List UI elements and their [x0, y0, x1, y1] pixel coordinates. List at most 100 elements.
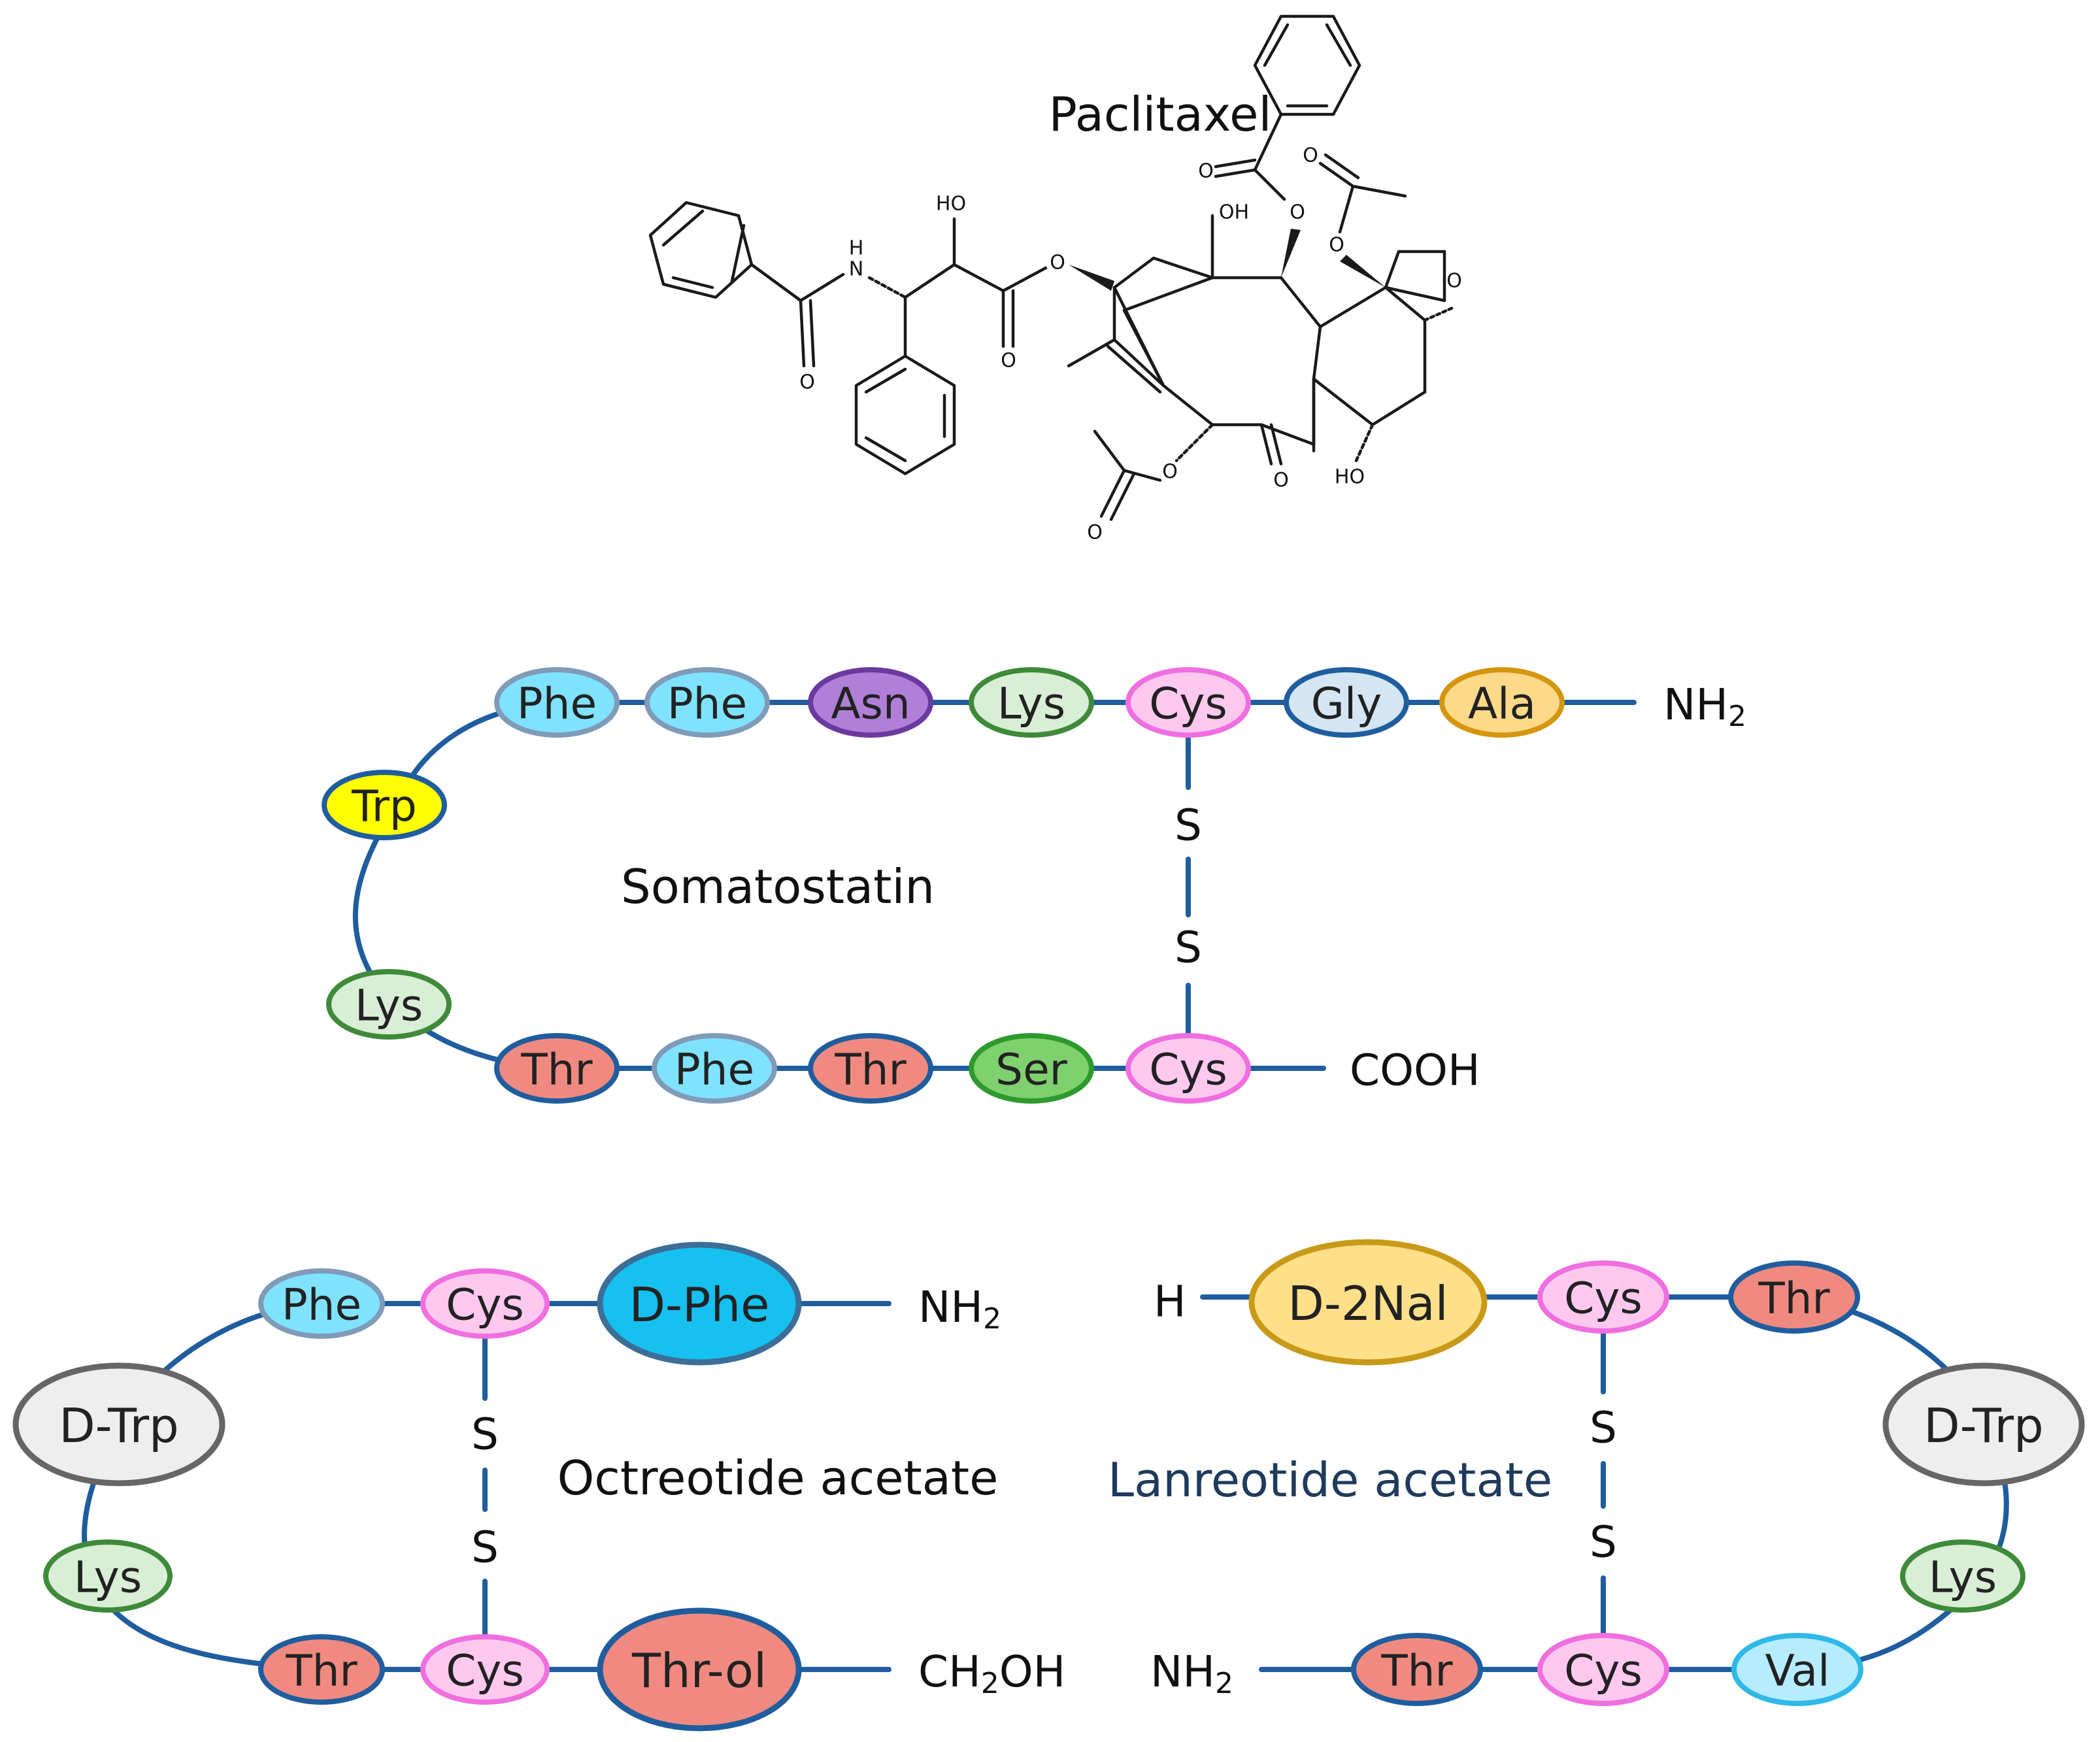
octreotide-bottom-residue-2-shape — [597, 1607, 802, 1732]
lanreotide-bottom-residue-2-shape — [1731, 1633, 1863, 1706]
octreotide-top-residue-1-label: Cys — [446, 1280, 524, 1330]
somatostatin-bottom-residue-4-label: Cys — [1149, 1045, 1227, 1095]
lanreotide-top-residue-thr: Thr — [1728, 1260, 1860, 1334]
octreotide-loop-residue-lys: Lys — [43, 1539, 173, 1613]
octreotide-loop-residue-1-shape — [43, 1539, 173, 1613]
somatostatin-bottom-residue-2-label: Thr — [834, 1045, 907, 1095]
octreotide-loop-residue-0-label: D-Trp — [59, 1398, 179, 1453]
somatostatin-top-residue-6-label: Ala — [1468, 679, 1536, 729]
bottom-hydroxyl-label: HO — [1335, 466, 1365, 489]
somatostatin-top-residue-ala: Ala — [1439, 667, 1565, 738]
somatostatin-top-residue-phe: Phe — [494, 667, 620, 738]
ketone-oxygen-label: O — [1273, 469, 1289, 492]
lanreotide-title: Lanreotide acetate — [1108, 1453, 1552, 1507]
octreotide-top-residue-phe: Phe — [258, 1268, 385, 1339]
somatostatin-top-residue-4-label: Cys — [1149, 679, 1227, 729]
core-hydroxyl-label: OH — [1219, 201, 1249, 224]
lanreotide-loop-residue-lys: Lys — [1900, 1539, 2025, 1613]
octreotide-alcohol-terminus: CH2OH — [918, 1647, 1065, 1700]
somatostatin-loop-residue-lys: Lys — [326, 969, 452, 1040]
somatostatin-loop-residue-1-label: Lys — [355, 981, 423, 1031]
octreotide-sulfur-1: S — [471, 1409, 499, 1460]
somatostatin-bottom-residue-thr: Thr — [494, 1033, 620, 1104]
somatostatin-top-residue-3-label: Lys — [997, 679, 1065, 729]
lanreotide-bottom-residue-thr: Thr — [1351, 1633, 1483, 1706]
side-chain-ester-oxygen-label: O — [1050, 252, 1065, 274]
benzoate-ester-oxygen-label: O — [1290, 201, 1305, 224]
octreotide-top-residue-2-shape — [597, 1241, 802, 1366]
lanreotide-top-residue-1-label: Cys — [1564, 1274, 1642, 1324]
somatostatin-top-residue-2-shape — [808, 667, 933, 738]
octreotide-top-residue-1-shape — [420, 1268, 550, 1339]
lanreotide-hydrogen-terminus: H — [1154, 1277, 1186, 1327]
somatostatin-top-residue-2-label: Asn — [831, 679, 910, 729]
bottom-acetate-oxygen-label: O — [1162, 461, 1178, 484]
somatostatin-loop-residue-trp: Trp — [322, 770, 447, 840]
somatostatin-loop — [352, 700, 559, 1071]
lanreotide-loop — [1792, 1294, 2009, 1672]
lanreotide-top-residue-0-shape — [1248, 1239, 1488, 1366]
side-chain-hydroxyl-label: HO — [936, 193, 966, 216]
lanreotide-top-residue-0-label: D-2Nal — [1288, 1276, 1448, 1331]
somatostatin-bottom-residue-ser: Ser — [969, 1033, 1094, 1104]
amide-oxygen-label: O — [799, 371, 815, 394]
somatostatin-bottom-residue-phe: Phe — [652, 1033, 777, 1104]
octreotide-top-residue-2-label: D-Phe — [629, 1277, 770, 1332]
lanreotide-bottom-residue-cys: Cys — [1537, 1633, 1669, 1706]
lanreotide-top-residue-1-shape — [1537, 1260, 1669, 1334]
lanreotide-bottom-residue-1-label: Cys — [1564, 1646, 1642, 1696]
top-acetate-oxygen-label: O — [1329, 234, 1344, 257]
somatostatin-top-residue-asn: Asn — [808, 667, 933, 738]
somatostatin-bottom-residue-4-shape — [1125, 1033, 1251, 1104]
somatostatin-sulfur-2: S — [1175, 923, 1202, 973]
somatostatin-loop-residue-0-label: Trp — [351, 781, 417, 832]
somatostatin-bottom-residue-1-label: Phe — [675, 1045, 754, 1095]
octreotide-title: Octreotide acetate — [558, 1451, 999, 1505]
top-acetate-carbonyl-oxygen-label: O — [1303, 144, 1318, 167]
somatostatin-bottom-residue-thr: Thr — [808, 1033, 933, 1104]
somatostatin-sulfur-1: S — [1175, 800, 1202, 851]
somatostatin-top-residue-5-shape — [1284, 667, 1409, 738]
lanreotide-amine-terminus: NH2 — [1150, 1647, 1233, 1700]
amide-hydrogen-label: H — [849, 237, 864, 260]
somatostatin-top-residue-3-shape — [969, 667, 1094, 738]
octreotide-loop-residue-1-label: Lys — [74, 1553, 142, 1603]
lanreotide-top-residue-d-2nal: D-2Nal — [1248, 1239, 1488, 1366]
side-chain-phenyl-ring — [854, 354, 956, 476]
octreotide-top-residue-d-phe: D-Phe — [597, 1241, 802, 1366]
lanreotide-bottom-residue-val: Val — [1731, 1633, 1863, 1706]
taxane-core: OH O O — [1067, 14, 1462, 544]
benzoate-phenyl-ring — [1253, 14, 1361, 116]
somatostatin-bottom-residue-cys: Cys — [1125, 1033, 1251, 1104]
lanreotide-loop-residue-d-trp: D-Trp — [1882, 1362, 2085, 1487]
octreotide-loop-residue-d-trp: D-Trp — [12, 1362, 225, 1487]
oxetane-oxygen-label: O — [1446, 270, 1462, 293]
bottom-acetate-carbonyl-oxygen-label: O — [1087, 521, 1103, 544]
octreotide-bottom-residue-0-label: Thr — [285, 1646, 358, 1696]
benzamide-phenyl-ring — [648, 201, 754, 299]
lanreotide-loop-residue-1-shape — [1900, 1539, 2025, 1613]
somatostatin-top-residue-gly: Gly — [1284, 667, 1409, 738]
somatostatin-top-residue-4-shape — [1125, 667, 1251, 738]
somatostatin-bottom-residue-2-shape — [808, 1033, 933, 1104]
somatostatin-top-residue-1-label: Phe — [667, 679, 747, 729]
lanreotide-top-residue-2-shape — [1728, 1260, 1860, 1334]
octreotide-top-residue-cys: Cys — [420, 1268, 550, 1339]
benzoate-carbonyl-oxygen-label: O — [1198, 160, 1214, 183]
somatostatin-top-residue-5-label: Gly — [1311, 679, 1382, 729]
octreotide-loop — [82, 1301, 324, 1672]
octreotide-bottom-residue-1-shape — [420, 1634, 550, 1705]
octreotide-top-residue-0-label: Phe — [282, 1280, 361, 1330]
octreotide-bottom-residue-cys: Cys — [420, 1634, 550, 1705]
somatostatin-backbone — [352, 700, 1637, 1071]
lanreotide-sulfur-1: S — [1590, 1403, 1617, 1453]
somatostatin-bottom-residue-1-shape — [652, 1033, 777, 1104]
somatostatin-amine-terminus: NH2 — [1663, 680, 1746, 733]
lanreotide-loop-residue-1-label: Lys — [1929, 1553, 1997, 1603]
octreotide-bottom-residue-2-label: Thr-ol — [631, 1643, 767, 1698]
